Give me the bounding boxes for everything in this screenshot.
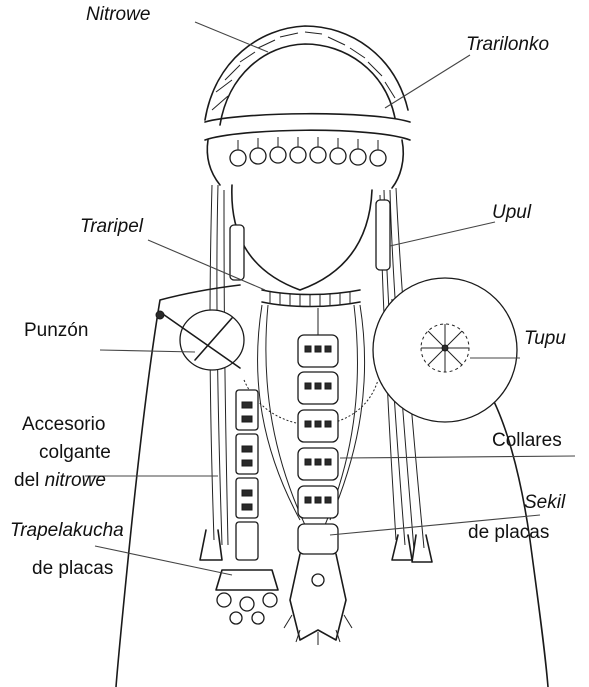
label-punzon: Punzón bbox=[24, 320, 88, 341]
label-accesorio-line3-prefix: del bbox=[14, 470, 45, 491]
label-upul: Upul bbox=[492, 202, 532, 223]
label-collares: Collares bbox=[492, 430, 562, 451]
leader-traripel bbox=[148, 240, 265, 290]
label-nitrowe: Nitrowe bbox=[86, 4, 150, 25]
nitrowe-headband bbox=[205, 26, 408, 125]
leader-upul bbox=[390, 222, 495, 246]
punzon-pin bbox=[156, 310, 244, 370]
leader-punzon bbox=[100, 350, 195, 352]
label-accesorio-line3: del nitrowe bbox=[14, 470, 106, 491]
upul-ornament bbox=[376, 200, 390, 270]
label-trapelakucha-line2: de placas bbox=[32, 558, 113, 579]
label-traripel: Traripel bbox=[80, 216, 144, 237]
label-accesorio-line1: Accesorio bbox=[22, 414, 105, 435]
label-sekil-line2: de placas bbox=[468, 522, 549, 543]
label-trarilonko: Trarilonko bbox=[466, 34, 549, 55]
tupu-disc bbox=[373, 278, 517, 422]
label-trapelakucha-line1: Trapelakucha bbox=[10, 520, 124, 541]
leader-collares bbox=[340, 456, 575, 458]
traripel-choker bbox=[262, 290, 360, 307]
figure-illustration bbox=[116, 26, 548, 687]
trapelakucha-pectoral bbox=[216, 390, 278, 624]
label-accesorio-line3-italic: nitrowe bbox=[45, 470, 106, 491]
trarilonko-band bbox=[205, 114, 410, 188]
left-side-bar bbox=[230, 225, 244, 280]
label-tupu: Tupu bbox=[524, 328, 566, 349]
face-outline bbox=[232, 185, 372, 290]
leader-nitrowe bbox=[195, 22, 268, 52]
label-sekil-line1: Sekil bbox=[524, 492, 566, 513]
label-accesorio-line2: colgante bbox=[39, 442, 111, 463]
